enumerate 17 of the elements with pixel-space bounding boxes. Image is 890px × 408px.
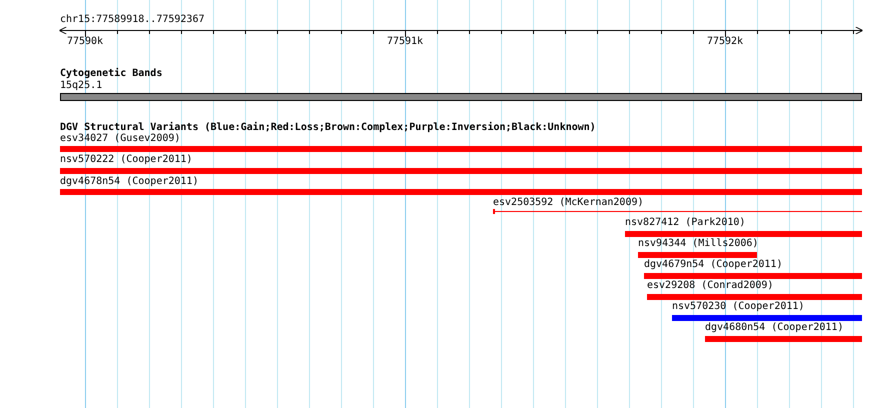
variant-label: nsv827412 (Park2010) [625, 217, 746, 228]
tick-label: 77592k [706, 36, 744, 47]
tick-label: 77591k [386, 36, 424, 47]
track-title: DGV Structural Variants (Blue:Gain;Red:Loss;Brown:Complex;Purple:Inversion;Black:Unknown) [60, 122, 596, 133]
region-coordinates: chr15:77589918..77592367 [60, 14, 204, 25]
variant-label: nsv570230 (Cooper2011) [672, 301, 804, 312]
track-title: Cytogenetic Bands [60, 68, 162, 79]
variant-label: dgv4678n54 (Cooper2011) [60, 176, 198, 187]
variant-label: nsv570222 (Cooper2011) [60, 154, 192, 165]
variant-label: nsv94344 (Mills2006) [638, 238, 758, 249]
variant-label: esv2503592 (McKernan2009) [493, 197, 644, 208]
band-label: 15q25.1 [60, 80, 102, 91]
variant-label: esv29208 (Conrad2009) [647, 280, 774, 291]
tick-label: 77590k [66, 36, 104, 47]
variant-label: esv34027 (Gusev2009) [60, 133, 180, 144]
variant-label: dgv4680n54 (Cooper2011) [705, 322, 844, 333]
variant-label: dgv4679n54 (Cooper2011) [644, 259, 782, 270]
